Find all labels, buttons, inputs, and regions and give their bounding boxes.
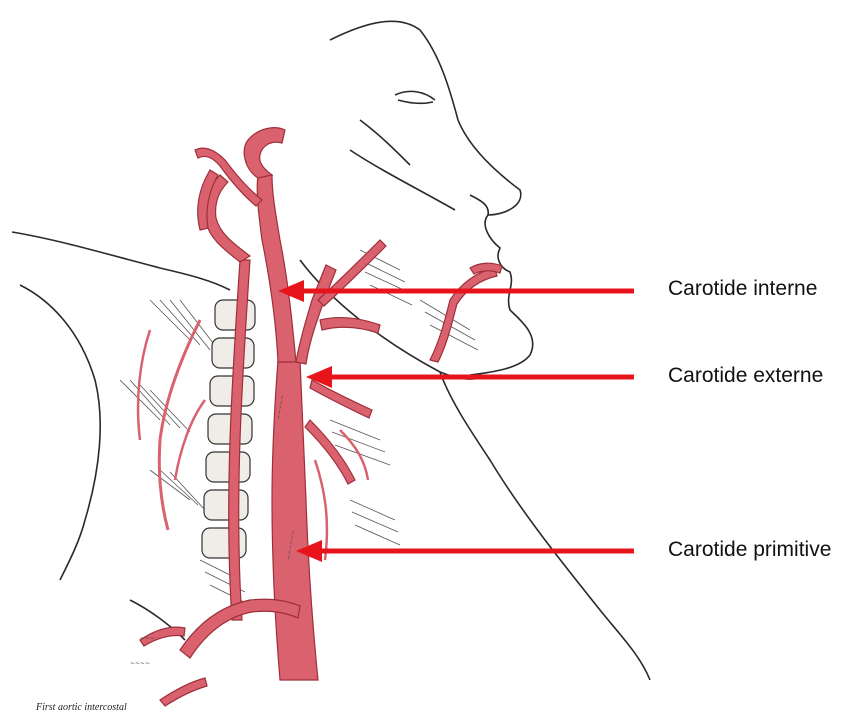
label-internal-carotid: Carotide interne: [668, 277, 817, 301]
internal-carotid-artery: [257, 175, 296, 362]
arrow-external-carotid: [306, 366, 634, 388]
arteries: [138, 128, 502, 706]
label-external-carotid: Carotide externe: [668, 364, 823, 388]
head-outline: [12, 21, 650, 680]
label-common-carotid: Carotide primitive: [668, 538, 831, 562]
figure-caption: First aortic intercostal: [36, 702, 127, 713]
arrow-common-carotid: [296, 540, 634, 562]
svg-text:~~~~: ~~~~: [130, 660, 150, 667]
svg-text:~~~: ~~~: [140, 635, 155, 642]
